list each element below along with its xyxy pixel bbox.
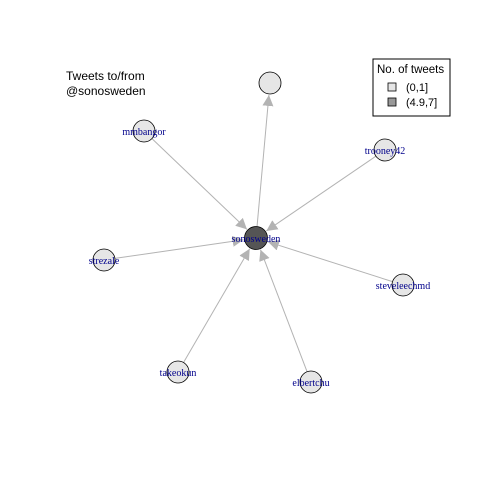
node-sonosweden <box>244 226 268 250</box>
node-label-steveleechmd: steveleechmd <box>376 281 430 292</box>
node-strezale <box>92 248 116 272</box>
edge-sonosweden-to-unlabeled <box>256 94 274 227</box>
legend-swatch <box>387 82 397 92</box>
node-label-sonosweden: sonosweden <box>232 234 281 245</box>
node-label-strezale: strezale <box>89 256 120 267</box>
graph-title: Tweets to/from @sonosweden <box>66 69 146 98</box>
node-label-takeokun: takeokun <box>160 368 197 379</box>
node-elbertchu <box>299 370 323 394</box>
node-steveleechmd <box>391 273 415 297</box>
nodes-layer <box>92 71 415 394</box>
node-mmbangor <box>132 119 156 143</box>
node-label-trooney42: trooney42 <box>365 146 406 157</box>
node-label-elbertchu: elbertchu <box>292 378 329 389</box>
legend-item-label: (0,1] <box>406 82 428 94</box>
edge-strezale-to-sonosweden <box>114 235 244 259</box>
node-unlabeled <box>258 71 282 95</box>
legend-title: No. of tweets <box>377 64 444 76</box>
legend-swatch <box>387 97 397 107</box>
legend-box <box>372 58 451 117</box>
node-trooney42 <box>373 138 397 162</box>
edge-mmbangor-to-sonosweden <box>151 138 248 230</box>
edge-takeokun-to-sonosweden <box>183 248 251 363</box>
legend-item-label: (4.9,7] <box>406 97 437 109</box>
title-line-1: Tweets to/from <box>66 69 145 83</box>
node-label-mmbangor: mmbangor <box>122 127 166 138</box>
edge-elbertchu-to-sonosweden <box>259 249 308 372</box>
edges-layer <box>114 94 393 372</box>
node-takeokun <box>166 360 190 384</box>
edge-trooney42-to-sonosweden <box>266 155 377 232</box>
legend: No. of tweets (0,1] (4.9,7] <box>372 58 451 117</box>
title-line-2: @sonosweden <box>66 84 146 98</box>
labels-layer: sonosweden mmbangor trooney42 strezale steve… <box>89 127 430 389</box>
edge-steveleechmd-to-sonosweden <box>267 239 393 283</box>
